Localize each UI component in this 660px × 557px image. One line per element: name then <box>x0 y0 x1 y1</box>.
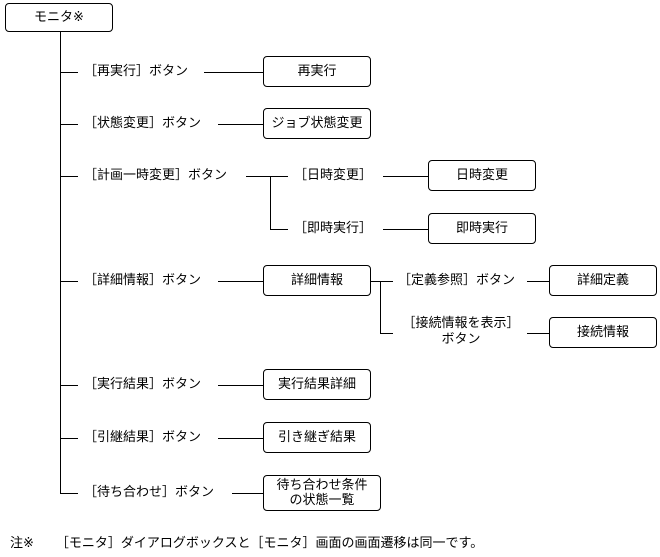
datetime-change-node: 日時変更 <box>428 160 536 191</box>
rerun-button-label: ［再実行］ボタン <box>84 64 189 80</box>
inherit-result-button-label: ［引継結果］ボタン <box>84 430 202 446</box>
exec-result-detail-node: 実行結果詳細 <box>263 369 371 400</box>
footnote-text: ［モニタ］ダイアログボックスと［モニタ］画面の画面遷移は同一です。 <box>55 536 484 551</box>
rerun-node: 再実行 <box>263 56 371 87</box>
root-monitor-node: モニタ※ <box>5 3 113 32</box>
detail-definition-node: 詳細定義 <box>549 265 657 296</box>
show-connection-button-label: ［接続情報を表示］ ボタン <box>398 316 524 348</box>
footnote-marker: 注※ <box>10 536 34 551</box>
plan-change-button-label: ［計画一時変更］ボタン <box>84 168 228 184</box>
datetime-change-label: ［日時変更］ <box>294 168 373 184</box>
job-state-change-node: ジョブ状態変更 <box>263 108 371 139</box>
detail-info-button-label: ［詳細情報］ボタン <box>84 273 202 289</box>
exec-result-button-label: ［実行結果］ボタン <box>84 377 202 393</box>
root-label: モニタ※ <box>34 10 84 25</box>
definition-ref-button-label: ［定義参照］ボタン <box>398 273 516 289</box>
immediate-run-label: ［即時実行］ <box>294 221 373 237</box>
detail-info-node: 詳細情報 <box>263 265 371 296</box>
wait-condition-status-node: 待ち合わせ条件 の状態一覧 <box>263 475 381 511</box>
connection-info-node: 接続情報 <box>549 317 657 348</box>
immediate-run-node: 即時実行 <box>428 213 536 244</box>
inherit-result-node: 引き継ぎ結果 <box>263 422 371 453</box>
footnote: 注※ ［モニタ］ダイアログボックスと［モニタ］画面の画面遷移は同一です。 <box>10 532 483 551</box>
state-change-button-label: ［状態変更］ボタン <box>84 116 202 132</box>
wait-button-label: ［待ち合わせ］ボタン <box>84 485 215 501</box>
